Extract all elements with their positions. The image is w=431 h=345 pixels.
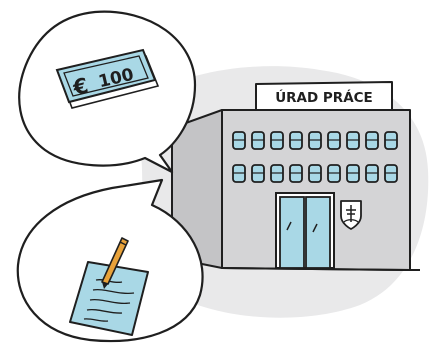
speech-bubble-top: € 100 — [18, 10, 197, 174]
pen-icon — [101, 237, 129, 289]
speech-bubble-bottom — [16, 178, 204, 343]
entrance-door — [275, 192, 335, 269]
roof-sign-board — [255, 81, 393, 111]
window-pane-lines — [233, 139, 397, 174]
document-with-pen-icon — [69, 237, 149, 336]
roof-sign-text: ÚRAD PRÁCE — [275, 88, 373, 106]
banknote-icon: € 100 — [55, 48, 160, 109]
banknote-currency-symbol: € — [70, 73, 91, 100]
building: ÚRAD PRÁCE — [165, 81, 420, 271]
slovak-coat-of-arms-icon — [340, 200, 362, 230]
